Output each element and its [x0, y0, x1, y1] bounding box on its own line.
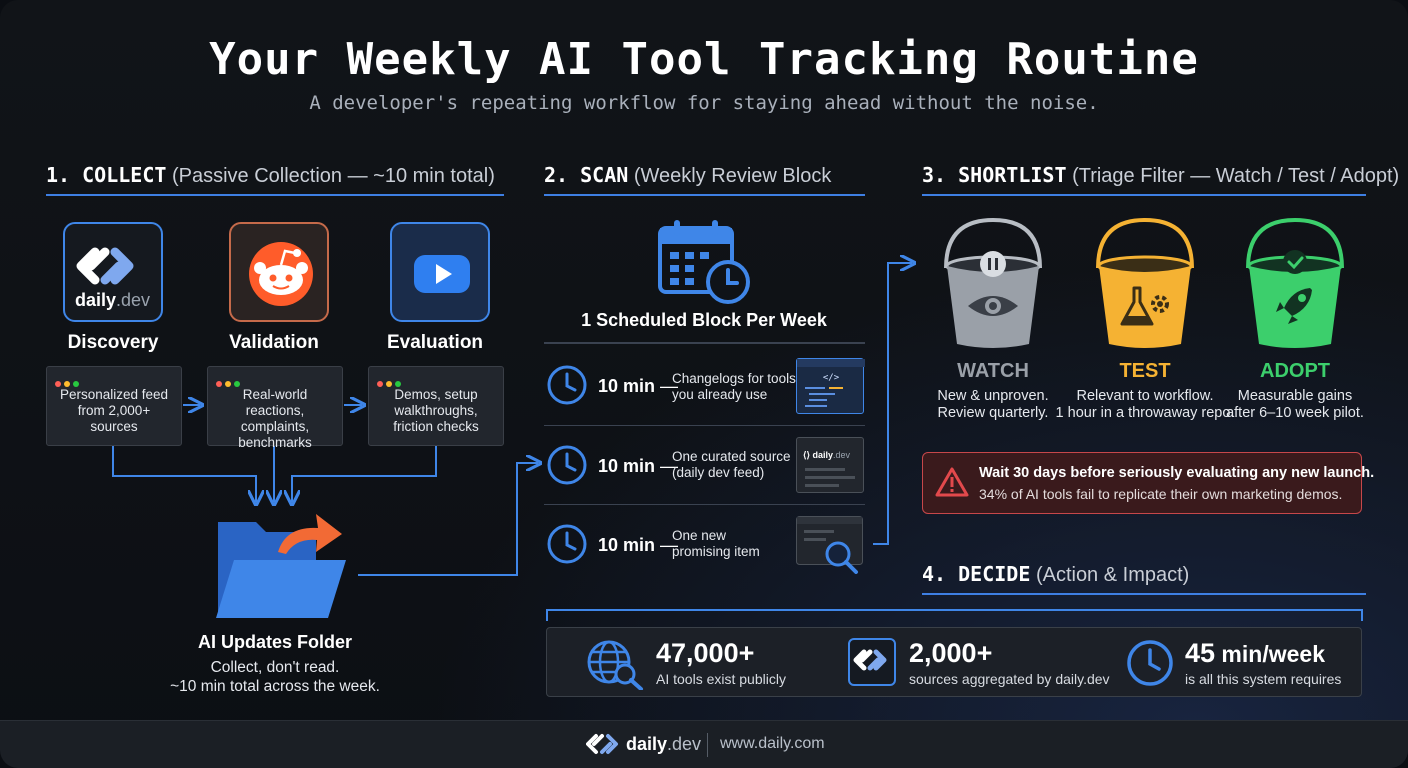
stat-time-label: is all this system requires [1185, 671, 1342, 687]
warning-icon [935, 467, 969, 502]
collect-number: 1. COLLECT [46, 163, 167, 187]
scan-number: 2. SCAN [544, 163, 629, 187]
arrow-discovery-to-folder [112, 446, 256, 502]
footer-divider [707, 733, 708, 757]
folder-arrow-icon [212, 508, 352, 624]
svg-text:</>: </> [823, 373, 840, 383]
feed-brand: ⟨⟩ daily.dev [803, 450, 851, 460]
collect-rule [46, 194, 504, 196]
globe-search-icon [585, 638, 645, 695]
window-dots [216, 374, 243, 392]
scan-row-2-minutes: 10 min — [598, 456, 679, 476]
folder-line-2: ~10 min total across the week. [170, 678, 380, 695]
page-subtitle: A developer's repeating workflow for sta… [309, 92, 1099, 114]
calendar-clock-icon [656, 216, 752, 306]
discovery-desc: Personalized feed from 2,000+ sources [59, 387, 169, 434]
arrow-evaluation-to-folder [292, 446, 437, 502]
folder-subtitle: Collect, don't read. ~10 min total acros… [140, 658, 410, 696]
window-dots [377, 374, 404, 392]
scan-subtitle: 1 Scheduled Block Per Week [581, 310, 827, 330]
daily-dev-logo: daily.dev [63, 222, 163, 322]
scan-row-3-minutes: 10 min — [598, 535, 679, 555]
clock-icon [546, 523, 588, 570]
scan-row-divider [544, 425, 865, 426]
daily-dev-logo-text: daily.dev [75, 290, 151, 310]
warning-callout: Wait 30 days before seriously evaluating… [922, 452, 1374, 514]
adopt-label: ADOPT [1260, 360, 1330, 382]
stats-panel: 47,000+ AI tools exist publicly 2,000+ s… [546, 627, 1362, 697]
collect-heading-text: (Passive Collection — ~10 min total) [171, 165, 495, 187]
stat-tools-value: 47,000+ [656, 638, 755, 668]
page-title: Your Weekly AI Tool Tracking Routine [209, 34, 1199, 85]
discovery-label: Discovery [67, 332, 159, 353]
code-window-icon: </> [796, 358, 865, 414]
window-dots [55, 374, 82, 392]
shortlist-rule [922, 194, 1366, 196]
scan-row-divider [544, 504, 865, 505]
discovery-desc-box: Personalized feed from 2,000+ sources [46, 366, 182, 446]
test-desc: Relevant to workflow.1 hour in a throwaw… [1055, 388, 1235, 421]
decide-heading: 4. DECIDE (Action & Impact) [922, 562, 1189, 587]
stat-sources-value: 2,000+ [909, 638, 993, 668]
scan-heading: 2. SCAN (Weekly Review Block [544, 163, 831, 188]
folder-title: AI Updates Folder [197, 632, 353, 652]
shortlist-number: 3. SHORTLIST [922, 163, 1067, 187]
shortlist-heading: 3. SHORTLIST (Triage Filter — Watch / Te… [922, 163, 1399, 188]
decide-number: 4. DECIDE [922, 562, 1031, 586]
validation-desc: Real-world reactions, complaints, benchm… [238, 387, 312, 450]
scan-subtitle-rule [544, 342, 865, 344]
evaluation-desc: Demos, setup walkthroughs, friction chec… [393, 387, 479, 434]
footer-brand: daily.dev [626, 734, 702, 754]
evaluation-desc-box: Demos, setup walkthroughs, friction chec… [368, 366, 504, 446]
reddit-icon [229, 222, 329, 322]
scan-heading-text: (Weekly Review Block [633, 165, 832, 187]
scan-row-1-minutes: 10 min — [598, 376, 679, 396]
daily-dev-feed-icon: ⟨⟩ daily.dev [796, 437, 864, 493]
daily-dev-icon [848, 638, 896, 686]
decide-rule [922, 593, 1366, 595]
folder-line-1: Collect, don't read. [210, 659, 340, 676]
footer-bar: daily.dev www.daily.com [0, 720, 1408, 768]
youtube-icon [390, 222, 490, 322]
clock-icon [546, 444, 588, 491]
footer-url[interactable]: www.daily.com [720, 735, 825, 752]
decide-bracket [546, 609, 1363, 621]
search-window-icon [796, 516, 864, 574]
stat-sources-label: sources aggregated by daily.dev [909, 671, 1110, 687]
validation-desc-box: Real-world reactions, complaints, benchm… [207, 366, 343, 450]
flask-gear-bucket-icon [1090, 216, 1200, 350]
test-label: TEST [1119, 360, 1171, 382]
watch-desc: New & unproven.Review quarterly. [937, 388, 1049, 421]
arrow-folder-to-scan [358, 463, 538, 576]
clock-icon [1125, 638, 1175, 693]
decide-heading-text: (Action & Impact) [1035, 564, 1190, 586]
scan-rule [544, 194, 865, 196]
rocket-check-bucket-icon [1240, 216, 1350, 350]
evaluation-label: Evaluation [386, 332, 484, 353]
warning-title: Wait 30 days before seriously evaluating… [979, 465, 1375, 481]
daily-dev-icon [586, 732, 622, 763]
eye-pause-bucket-icon [938, 216, 1048, 350]
stat-time-value: 45 min/week [1185, 638, 1325, 668]
collect-heading: 1. COLLECT (Passive Collection — ~10 min… [46, 163, 495, 188]
clock-icon [546, 364, 588, 411]
shortlist-heading-text: (Triage Filter — Watch / Test / Adopt) [1072, 165, 1400, 187]
validation-label: Validation [229, 332, 319, 353]
watch-label: WATCH [957, 360, 1029, 382]
warning-text: 34% of AI tools fail to replicate their … [979, 486, 1343, 502]
scan-row-2-desc: One curated source(daily dev feed) [672, 449, 791, 480]
stat-tools-label: AI tools exist publicly [656, 671, 786, 687]
